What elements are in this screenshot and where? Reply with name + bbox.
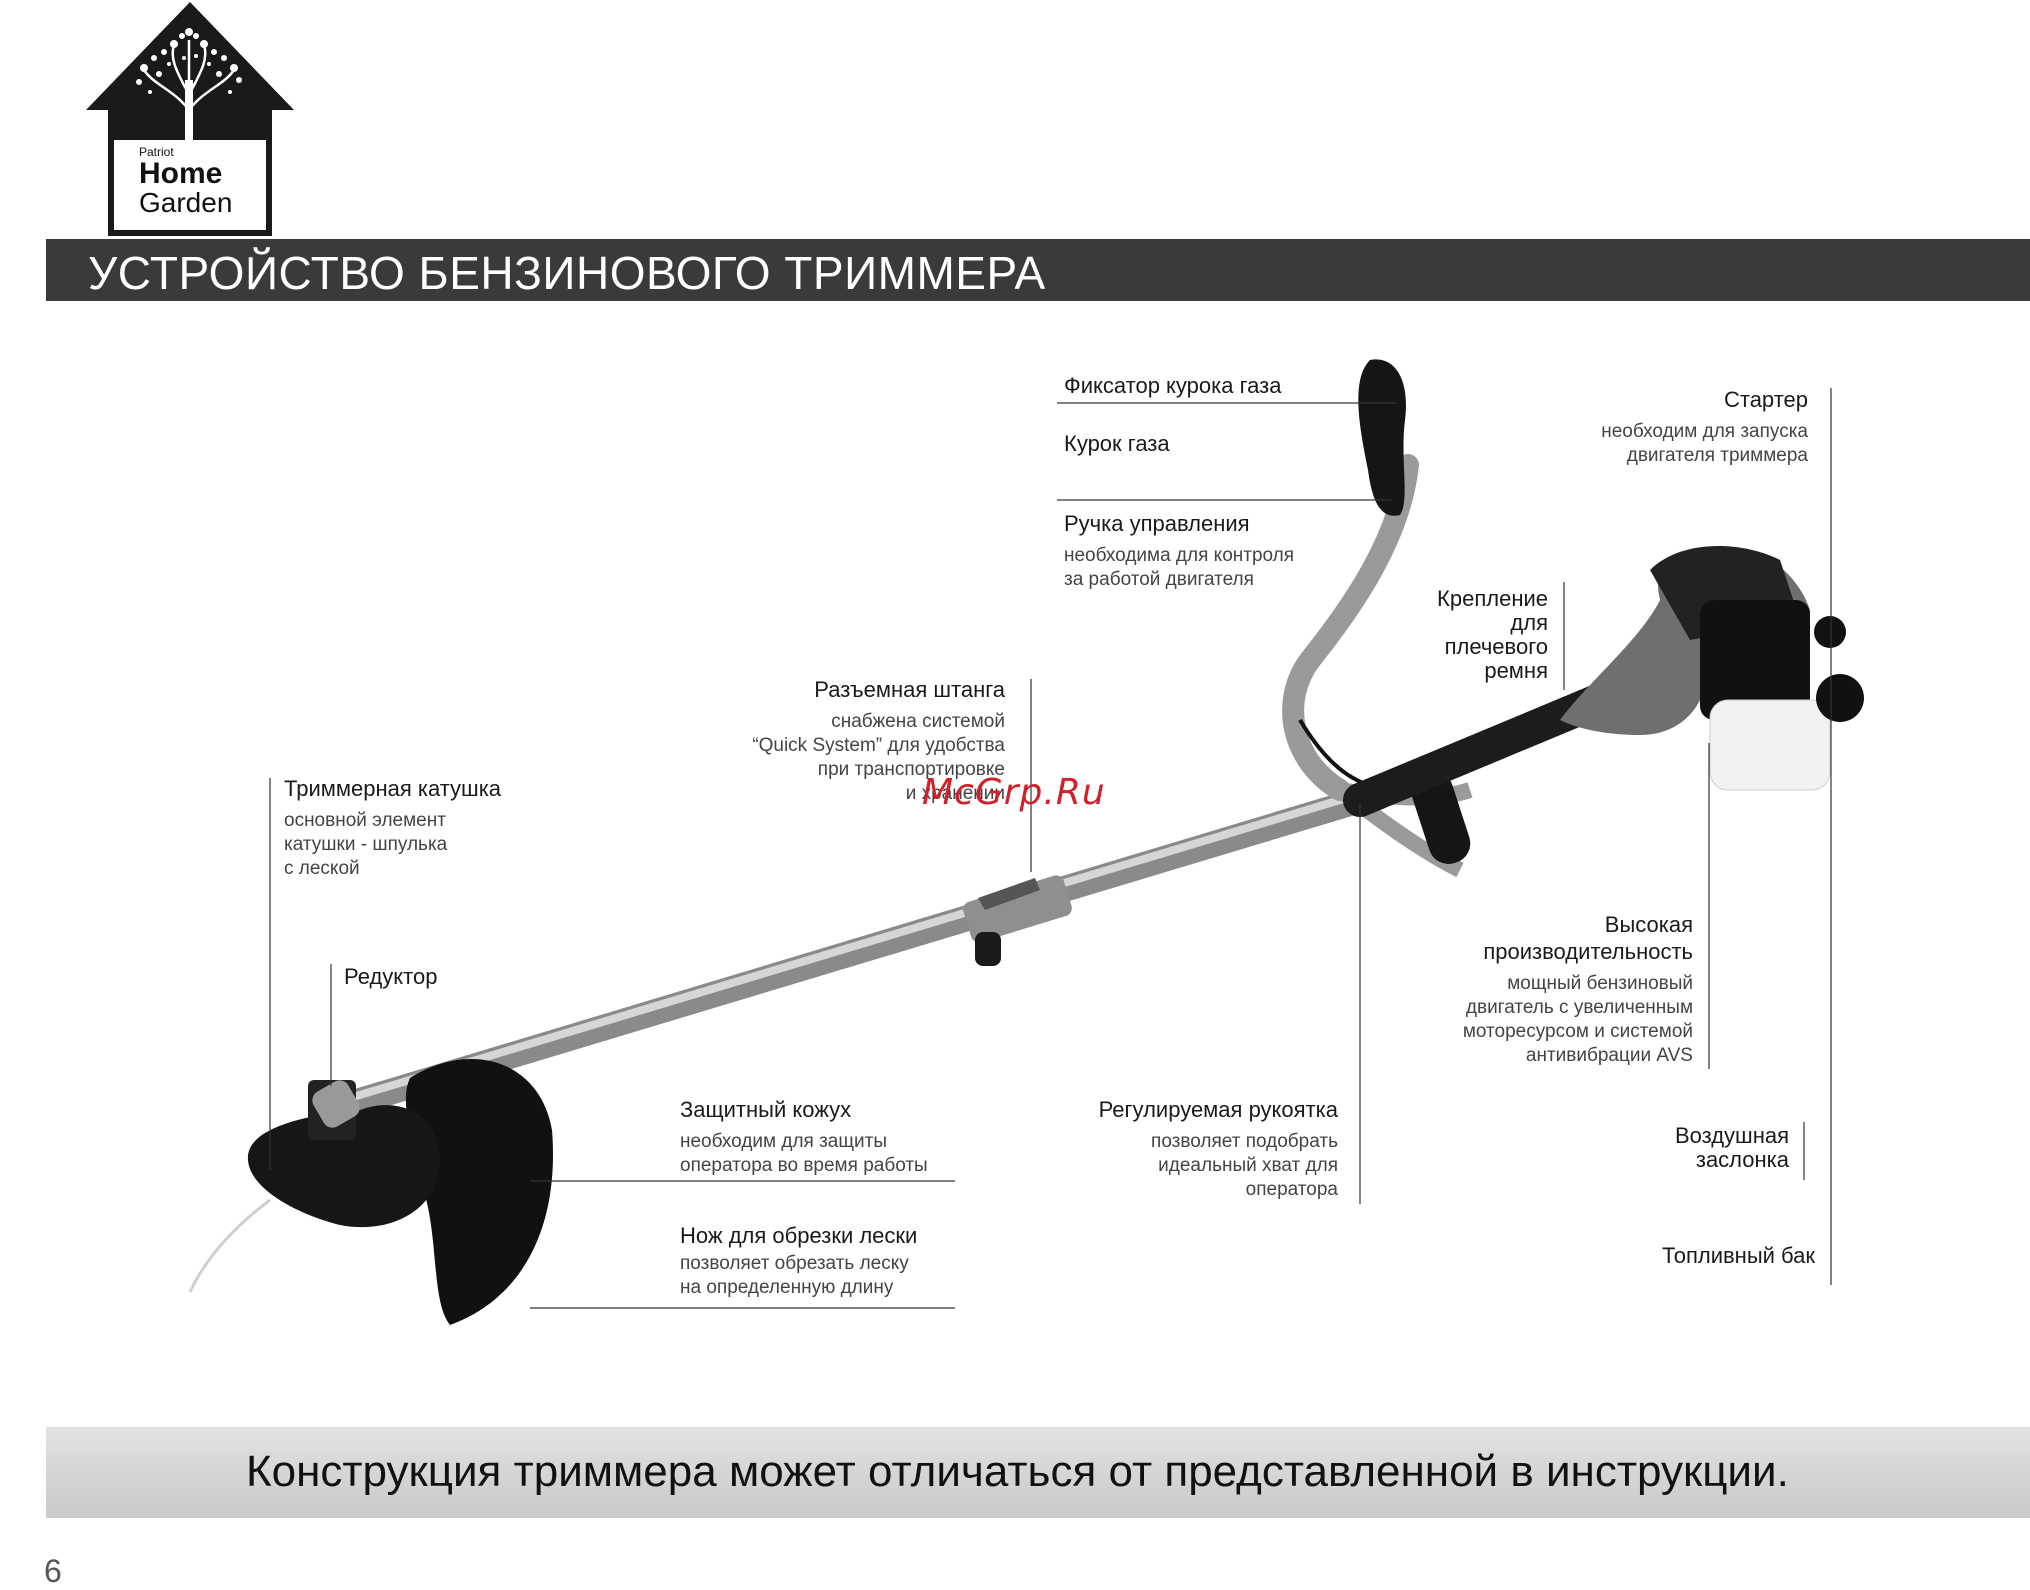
watermark: McGrp.Ru — [922, 772, 1106, 813]
desc-line: снабжена системой — [831, 711, 1005, 732]
callout-trigger-title: Курок газа — [1064, 431, 1170, 456]
callout-guard-desc: необходим для защиты оператора во время … — [680, 1130, 928, 1178]
leader-lines — [269, 388, 1832, 1309]
callout-line-cutter-title: Нож для обрезки лески — [680, 1223, 918, 1248]
desc-line: за работой двигателя — [1064, 569, 1254, 590]
footer-note-bar: Конструкция триммера может отличаться от… — [46, 1427, 2030, 1518]
callout-high-performance-line: Высокая — [1604, 912, 1693, 937]
logo-brand-text: Patriot — [139, 145, 174, 159]
callout-gearbox-title: Редуктор — [344, 964, 438, 989]
callout-trimmer-head-desc: основной элемент катушки - шпулька с лес… — [284, 809, 501, 881]
callout-trigger-lock: Фиксатор курока газа — [1064, 374, 1281, 398]
desc-line: катушки - шпулька — [284, 834, 448, 855]
desc-line: при транспортировке — [817, 759, 1005, 780]
callout-starter-title: Стартер — [1723, 387, 1808, 412]
callout-strap-mount: Крепление для плечевого ремня — [1437, 587, 1548, 683]
logo-home-text: Home — [139, 157, 223, 190]
callout-adjustable-handle: Регулируемая рукоятка позволяет подобрат… — [1099, 1098, 1338, 1202]
engine-illustration — [1343, 546, 1864, 817]
callout-high-performance: Высокая производительность мощный бензин… — [1463, 913, 1693, 1068]
callout-air-choke: Воздушная заслонка — [1675, 1124, 1789, 1172]
callout-control-handle: Ручка управления необходима для контроля… — [1064, 512, 1294, 592]
desc-line: основной элемент — [284, 810, 446, 831]
callout-starter-desc: необходим для запуска двигателя триммера — [1601, 420, 1808, 468]
title-bar: УСТРОЙСТВО БЕНЗИНОВОГО ТРИММЕРА — [46, 239, 2030, 301]
callout-gearbox: Редуктор — [344, 965, 437, 989]
callout-adjustable-handle-desc: позволяет подобрать идеальный хват для о… — [1099, 1130, 1338, 1202]
callout-air-choke-line: Воздушная — [1674, 1123, 1789, 1148]
desc-line: “Quick System” для удобства — [752, 735, 1005, 756]
callout-split-shaft: Разъемная штанга снабжена системой “Quic… — [752, 678, 1005, 806]
page-number: 6 — [44, 1553, 62, 1589]
callout-guard: Защитный кожух необходим для защиты опер… — [680, 1098, 928, 1178]
desc-line: позволяет подобрать — [1151, 1131, 1338, 1152]
callout-trimmer-head: Триммерная катушка основной элемент кату… — [284, 777, 501, 881]
callout-strap-mount-line: ремня — [1484, 658, 1548, 683]
desc-line: позволяет обрезать леску — [680, 1253, 909, 1274]
callout-high-performance-desc: мощный бензиновый двигатель с увеличенны… — [1463, 972, 1693, 1068]
page-title: УСТРОЙСТВО БЕНЗИНОВОГО ТРИММЕРА — [88, 247, 1046, 299]
callout-split-shaft-desc: снабжена системой “Quick System” для удо… — [752, 710, 1005, 806]
brand-logo: Patriot Home Garden — [84, 0, 296, 236]
callout-line-cutter-desc: позволяет обрезать леску на определенную… — [680, 1252, 917, 1300]
callout-strap-mount-line: Крепление — [1437, 586, 1548, 611]
callout-strap-mount-line: плечевого — [1444, 634, 1548, 659]
callout-fuel-tank: Топливный бак — [1662, 1244, 1815, 1268]
callout-air-choke-line: заслонка — [1695, 1147, 1789, 1172]
callout-adjustable-handle-title: Регулируемая рукоятка — [1098, 1097, 1338, 1122]
desc-line: и хранении — [905, 783, 1005, 804]
desc-line: оператора во время работы — [680, 1155, 928, 1176]
callout-line-cutter: Нож для обрезки лески позволяет обрезать… — [680, 1224, 917, 1300]
desc-line: необходим для запуска — [1601, 421, 1808, 442]
callout-guard-title: Защитный кожух — [680, 1097, 852, 1122]
callout-high-performance-line: производительность — [1483, 939, 1693, 964]
callout-control-handle-desc: необходима для контроля за работой двига… — [1064, 544, 1294, 592]
desc-line: необходим для защиты — [680, 1131, 887, 1152]
desc-line: с леской — [284, 858, 360, 879]
callout-trimmer-head-title: Триммерная катушка — [284, 776, 502, 801]
cutting-head-illustration — [188, 1059, 554, 1325]
desc-line: двигателя триммера — [1626, 445, 1808, 466]
desc-line: на определенную длину — [680, 1277, 894, 1298]
callout-split-shaft-title: Разъемная штанга — [814, 677, 1005, 702]
trimmer-shaft-illustration — [317, 787, 1373, 1123]
callout-fuel-tank-title: Топливный бак — [1661, 1243, 1815, 1268]
desc-line: двигатель с увеличенным — [1465, 997, 1693, 1018]
desc-line: необходима для контроля — [1064, 545, 1295, 566]
callout-strap-mount-line: для — [1510, 610, 1548, 635]
footer-note: Конструкция триммера может отличаться от… — [246, 1447, 1789, 1496]
callout-starter: Стартер необходим для запуска двигателя … — [1601, 388, 1808, 468]
desc-line: мощный бензиновый — [1507, 973, 1693, 994]
callout-control-handle-title: Ручка управления — [1064, 511, 1250, 536]
desc-line: оператора — [1245, 1179, 1338, 1200]
desc-line: идеальный хват для — [1158, 1155, 1338, 1176]
callout-trigger-lock-title: Фиксатор курока газа — [1064, 373, 1282, 398]
callout-trigger: Курок газа — [1064, 432, 1170, 456]
desc-line: антивибрации AVS — [1525, 1045, 1693, 1066]
desc-line: моторесурсом и системой — [1462, 1021, 1693, 1042]
house-tree-logo-icon — [86, 2, 294, 236]
logo-garden-text: Garden — [139, 187, 233, 218]
